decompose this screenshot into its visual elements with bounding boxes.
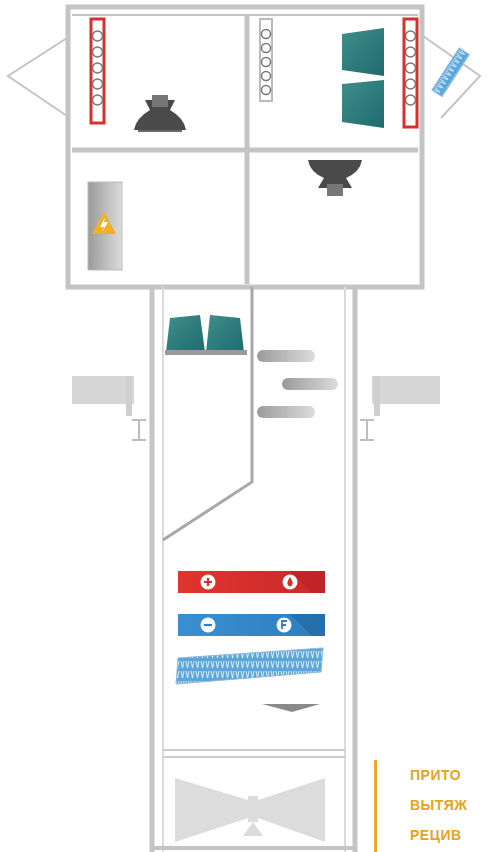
- water-heater: [178, 571, 325, 593]
- control-cabinet: [88, 182, 122, 270]
- pocket-filter: [176, 648, 323, 712]
- axial-fan: [175, 778, 325, 842]
- roof-housing: [68, 7, 422, 287]
- legend-label: ВЫТЯЖ: [410, 796, 467, 814]
- roof-slab: [72, 376, 440, 440]
- centrifugal-fan: [134, 95, 362, 196]
- legend-bar: [374, 760, 377, 852]
- legend-label: РЕЦИВ: [410, 826, 462, 844]
- bag-filter: [342, 28, 384, 128]
- damper-blade: [257, 350, 338, 418]
- freon-cooler: [178, 614, 325, 636]
- heater-coil: [91, 19, 417, 127]
- shaft: [152, 287, 355, 852]
- legend-label: ПРИТО: [410, 766, 461, 784]
- panel-filter: [165, 315, 247, 355]
